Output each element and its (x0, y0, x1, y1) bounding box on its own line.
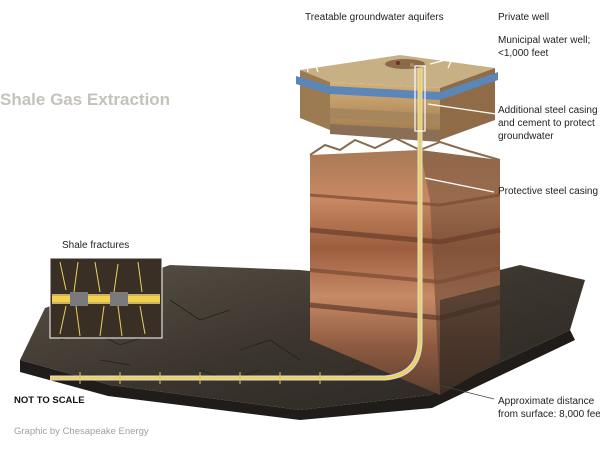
not-to-scale-note: NOT TO SCALE (14, 395, 85, 406)
label-municipal-well-1: Municipal water well; (498, 35, 590, 46)
label-casing-1: Additional steel casing (498, 105, 598, 116)
label-private-well: Private well (498, 12, 549, 23)
label-municipal-well-2: <1,000 feet (498, 48, 549, 59)
label-shale-fractures: Shale fractures (62, 240, 129, 251)
label-distance-2: from surface: 8,000 feet (498, 409, 600, 420)
label-aquifers: Treatable groundwater aquifers (305, 12, 444, 23)
shale-fracture-inset (49, 257, 163, 339)
label-distance-1: Approximate distance (498, 396, 595, 407)
rock-column (309, 136, 501, 395)
diagram-title: Shale Gas Extraction (0, 90, 170, 109)
well-pipe (50, 65, 426, 384)
aquifer-band (296, 72, 498, 100)
leader-lines (95, 17, 497, 400)
graphic-credit: Graphic by Chesapeake Energy (14, 426, 149, 437)
label-protective-casing: Protective steel casing (498, 186, 598, 197)
label-casing-3: groundwater (498, 131, 554, 142)
label-casing-2: and cement to protect (498, 118, 595, 129)
surface-block (296, 55, 498, 142)
